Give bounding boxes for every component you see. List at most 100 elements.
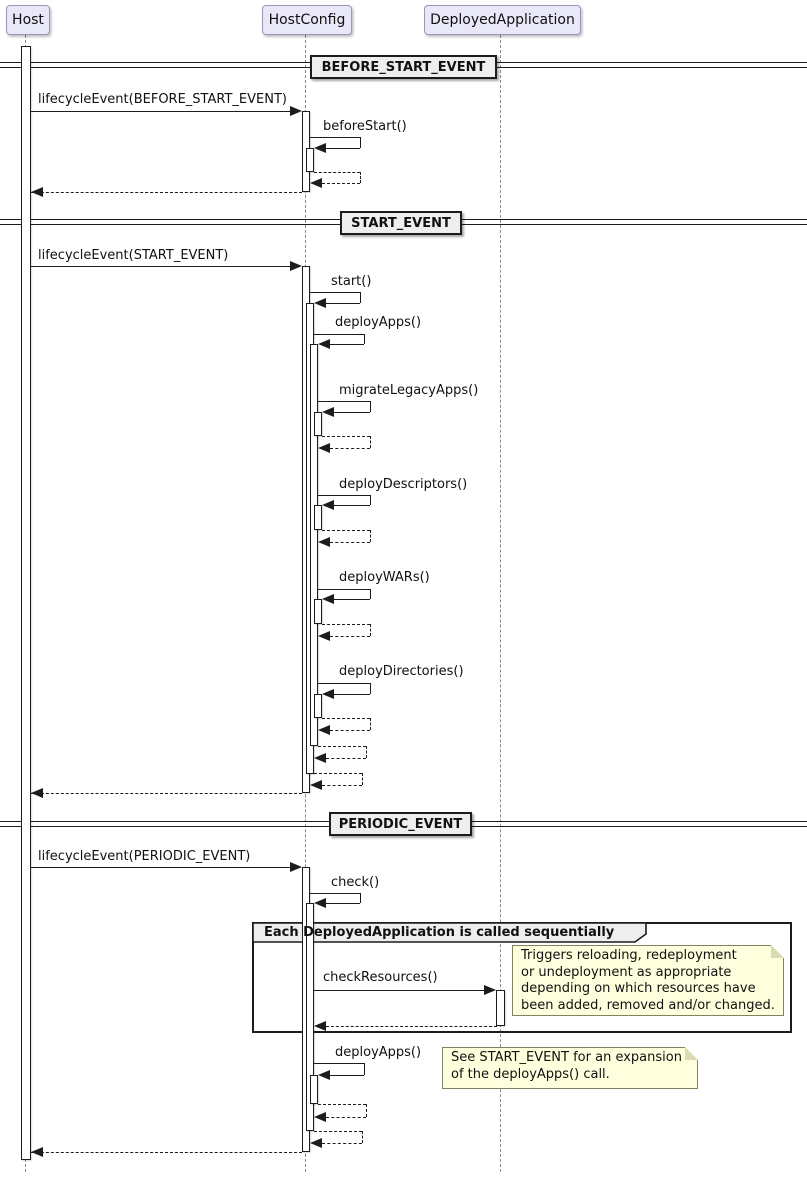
participant-hostconfig: HostConfig xyxy=(262,5,352,35)
self-call-line xyxy=(326,303,360,304)
return-line xyxy=(322,1143,362,1144)
arrowhead-icon xyxy=(318,1070,330,1080)
arrowhead-icon xyxy=(31,1147,43,1157)
self-call-line xyxy=(330,1075,364,1076)
self-call-line xyxy=(360,893,361,903)
return-line xyxy=(314,172,360,173)
return-line xyxy=(370,624,371,636)
return-line xyxy=(360,172,361,183)
message-line xyxy=(31,867,296,868)
self-call-line xyxy=(360,137,361,148)
message-label: check() xyxy=(331,875,380,890)
activation-bar-hostconfig-l2 xyxy=(306,148,314,172)
arrowhead-icon xyxy=(310,178,322,188)
self-call-line xyxy=(310,137,360,138)
message-label: start() xyxy=(331,274,372,289)
arrowhead-icon xyxy=(322,689,334,699)
return-line xyxy=(31,1152,302,1153)
participant-deployedapplication-label: DeployedApplication xyxy=(430,12,575,28)
arrowhead-icon xyxy=(31,187,43,197)
arrowhead-icon xyxy=(290,261,302,271)
self-call-line xyxy=(370,683,371,694)
arrowhead-icon xyxy=(314,298,326,308)
return-line xyxy=(314,1131,362,1132)
self-call-line xyxy=(370,589,371,599)
return-line xyxy=(322,718,370,719)
self-call-line xyxy=(310,893,360,894)
return-line xyxy=(326,1117,366,1118)
return-line xyxy=(370,718,371,730)
message-label: deployDescriptors() xyxy=(339,477,468,492)
arrowhead-icon xyxy=(322,407,334,417)
return-line xyxy=(322,624,370,625)
self-call-line xyxy=(330,344,364,345)
message-line xyxy=(31,111,296,112)
arrowhead-icon xyxy=(318,443,330,453)
divider-start-event-label: START_EVENT xyxy=(351,215,451,231)
return-line xyxy=(318,1104,366,1105)
return-line xyxy=(366,1104,367,1117)
arrowhead-icon xyxy=(322,500,334,510)
arrowhead-icon xyxy=(290,106,302,116)
arrowhead-icon xyxy=(310,780,322,790)
activation-bar-host xyxy=(21,46,31,1160)
arrowhead-icon xyxy=(310,1138,322,1148)
return-line xyxy=(322,183,360,184)
return-line xyxy=(314,773,362,774)
lifeline-deployedapplication xyxy=(500,35,501,1172)
return-line xyxy=(330,448,370,449)
self-call-line xyxy=(318,495,370,496)
self-call-line xyxy=(334,694,370,695)
message-label: migrateLegacyApps() xyxy=(339,383,479,398)
self-call-line xyxy=(326,903,360,904)
self-call-line xyxy=(370,495,371,505)
return-line xyxy=(330,636,370,637)
return-line xyxy=(370,530,371,542)
activation-bar-hostconfig-l3 xyxy=(310,1075,318,1104)
activation-bar-hostconfig-l4 xyxy=(314,694,322,718)
return-line xyxy=(370,436,371,448)
arrowhead-icon xyxy=(314,143,326,153)
arrowhead-icon xyxy=(322,594,334,604)
divider-periodic-event-label: PERIODIC_EVENT xyxy=(338,816,463,832)
return-line xyxy=(31,793,302,794)
divider-before-start-event-label: BEFORE_START_EVENT xyxy=(321,59,486,75)
message-label: beforeStart() xyxy=(323,119,407,134)
self-call-line xyxy=(318,401,370,402)
self-call-line xyxy=(334,505,370,506)
activation-bar-hostconfig-l4 xyxy=(314,412,322,436)
arrowhead-icon xyxy=(290,862,302,872)
self-call-line xyxy=(360,292,361,303)
return-line xyxy=(322,530,370,531)
activation-bar-hostconfig-l3 xyxy=(310,344,318,746)
arrowhead-icon xyxy=(314,1112,326,1122)
participant-hostconfig-label: HostConfig xyxy=(268,12,346,28)
self-call-line xyxy=(326,148,360,149)
participant-host: Host xyxy=(6,5,50,35)
arrowhead-icon xyxy=(318,725,330,735)
message-line xyxy=(31,266,296,267)
return-line xyxy=(362,773,363,785)
self-call-line xyxy=(334,599,370,600)
message-label: deployApps() xyxy=(335,315,422,330)
note-check-resources: Triggers reloading, redeployment or unde… xyxy=(512,945,784,1016)
divider-periodic-event: PERIODIC_EVENT xyxy=(329,812,472,836)
message-label: deployApps() xyxy=(335,1045,422,1060)
message-label: deployDirectories() xyxy=(339,664,464,679)
return-line xyxy=(330,730,370,731)
group-title: Each DeployedApplication is called seque… xyxy=(264,925,615,940)
activation-bar-hostconfig-l4 xyxy=(314,505,322,530)
self-call-line xyxy=(310,292,360,293)
self-call-line xyxy=(318,683,370,684)
arrowhead-icon xyxy=(484,985,496,995)
participant-host-label: Host xyxy=(12,12,44,28)
return-line xyxy=(322,436,370,437)
group-header xyxy=(252,922,647,943)
self-call-line xyxy=(334,412,370,413)
activation-bar-deployedapplication xyxy=(496,990,505,1026)
arrowhead-icon xyxy=(318,537,330,547)
return-line xyxy=(362,1131,363,1143)
return-line xyxy=(326,1026,497,1027)
arrowhead-icon xyxy=(318,631,330,641)
